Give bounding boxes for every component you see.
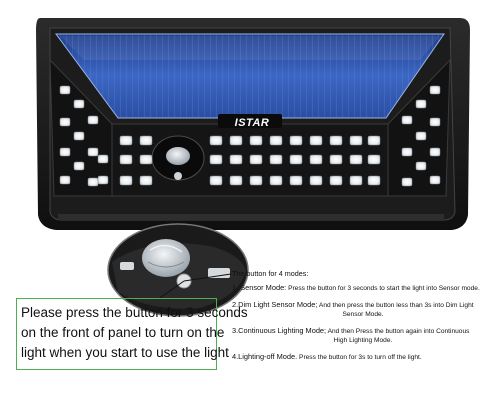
pointer-line: [183, 273, 232, 282]
led-chip: [229, 135, 243, 146]
mode-desc: Press the button for 3 seconds to start …: [288, 285, 480, 292]
led-chip: [97, 154, 109, 164]
led-chip: [367, 175, 381, 186]
mode-name: 4.Lighting-off Mode.: [232, 351, 298, 361]
led-chip: [209, 154, 223, 165]
led-chip: [401, 147, 413, 157]
mode-desc-cont: High Lighting Mode.: [333, 337, 393, 344]
led-chip: [349, 175, 363, 186]
led-chip: [73, 161, 85, 171]
led-chip: [289, 154, 303, 165]
led-chip: [97, 175, 109, 185]
led-chip: [139, 135, 153, 146]
led-chip: [367, 135, 381, 146]
led-chip: [309, 154, 323, 165]
led-chip: [415, 131, 427, 141]
mode-desc: Press the button for 3s to turn off the …: [299, 353, 422, 361]
led-chip: [289, 175, 303, 186]
led-chip: [269, 154, 283, 165]
led-chip: [249, 175, 263, 186]
mode-name: 2.Dim Light Sensor Mode;: [232, 299, 318, 309]
mode-item: 1. Sensor Mode: Press the button for 3 s…: [232, 283, 494, 294]
modes-list: The button for 4 modes: 1. Sensor Mode: …: [232, 269, 494, 368]
mode-desc: And then Press the button again into Con…: [327, 327, 470, 335]
led-chip: [429, 85, 441, 95]
led-chip: [119, 135, 133, 146]
led-chip: [87, 147, 99, 157]
led-chip: [73, 131, 85, 141]
led-chip: [309, 175, 323, 186]
led-chip: [119, 175, 133, 186]
brand-label: ISTAR: [234, 117, 270, 129]
led-chip: [415, 99, 427, 109]
led-chip: [209, 175, 223, 186]
led-chip: [229, 175, 243, 186]
mode-item: 2.Dim Light Sensor Mode; And then press …: [232, 300, 494, 320]
mode-desc-cont: Sensor Mode.: [342, 311, 384, 318]
led-chip: [119, 154, 133, 165]
led-chip: [415, 161, 427, 171]
led-chip: [329, 175, 343, 186]
led-chip: [87, 115, 99, 125]
led-chip: [401, 177, 413, 187]
led-chip: [329, 154, 343, 165]
led-chip: [401, 115, 413, 125]
callout-line-2: on the front of panel to turn on the: [21, 325, 225, 340]
instruction-callout: Please press the button for 3 seconds on…: [16, 298, 248, 370]
led-chip: [139, 175, 153, 186]
led-chip: [429, 147, 441, 157]
callout-line-1: Please press the button for 3 seconds: [21, 305, 248, 320]
led-chip: [429, 117, 441, 127]
led-chip: [289, 135, 303, 146]
led-chip: [309, 135, 323, 146]
mode-item: 4.Lighting-off Mode. Press the button fo…: [232, 352, 494, 363]
led-chip: [87, 177, 99, 187]
led-chip: [73, 99, 85, 109]
led-chip: [249, 135, 263, 146]
led-chip: [229, 154, 243, 165]
led-chip: [209, 135, 223, 146]
led-chip: [59, 117, 71, 127]
modes-title: The button for 4 modes:: [232, 269, 309, 278]
mode-name: 3.Continuous Lighting Mode;: [232, 325, 327, 335]
led-chip: [139, 154, 153, 165]
mode-item: 3.Continuous Lighting Mode; And then Pre…: [232, 326, 494, 346]
led-chip: [349, 154, 363, 165]
led-chip: [59, 175, 71, 185]
led-chip: [429, 175, 441, 185]
mode-desc: And then press the button less than 3s i…: [318, 301, 474, 309]
led-chip: [249, 154, 263, 165]
led-chip: [367, 154, 381, 165]
zoom-inset: [107, 223, 249, 317]
led-chip: [349, 135, 363, 146]
callout-line-3: light when you start to use the light: [21, 345, 229, 360]
led-chip: [329, 135, 343, 146]
led-chip: [59, 147, 71, 157]
mode-name: 1. Sensor Mode:: [232, 283, 287, 292]
led-chip: [269, 175, 283, 186]
led-chip: [269, 135, 283, 146]
pointer-line-callout: [159, 280, 185, 299]
led-chip: [59, 85, 71, 95]
